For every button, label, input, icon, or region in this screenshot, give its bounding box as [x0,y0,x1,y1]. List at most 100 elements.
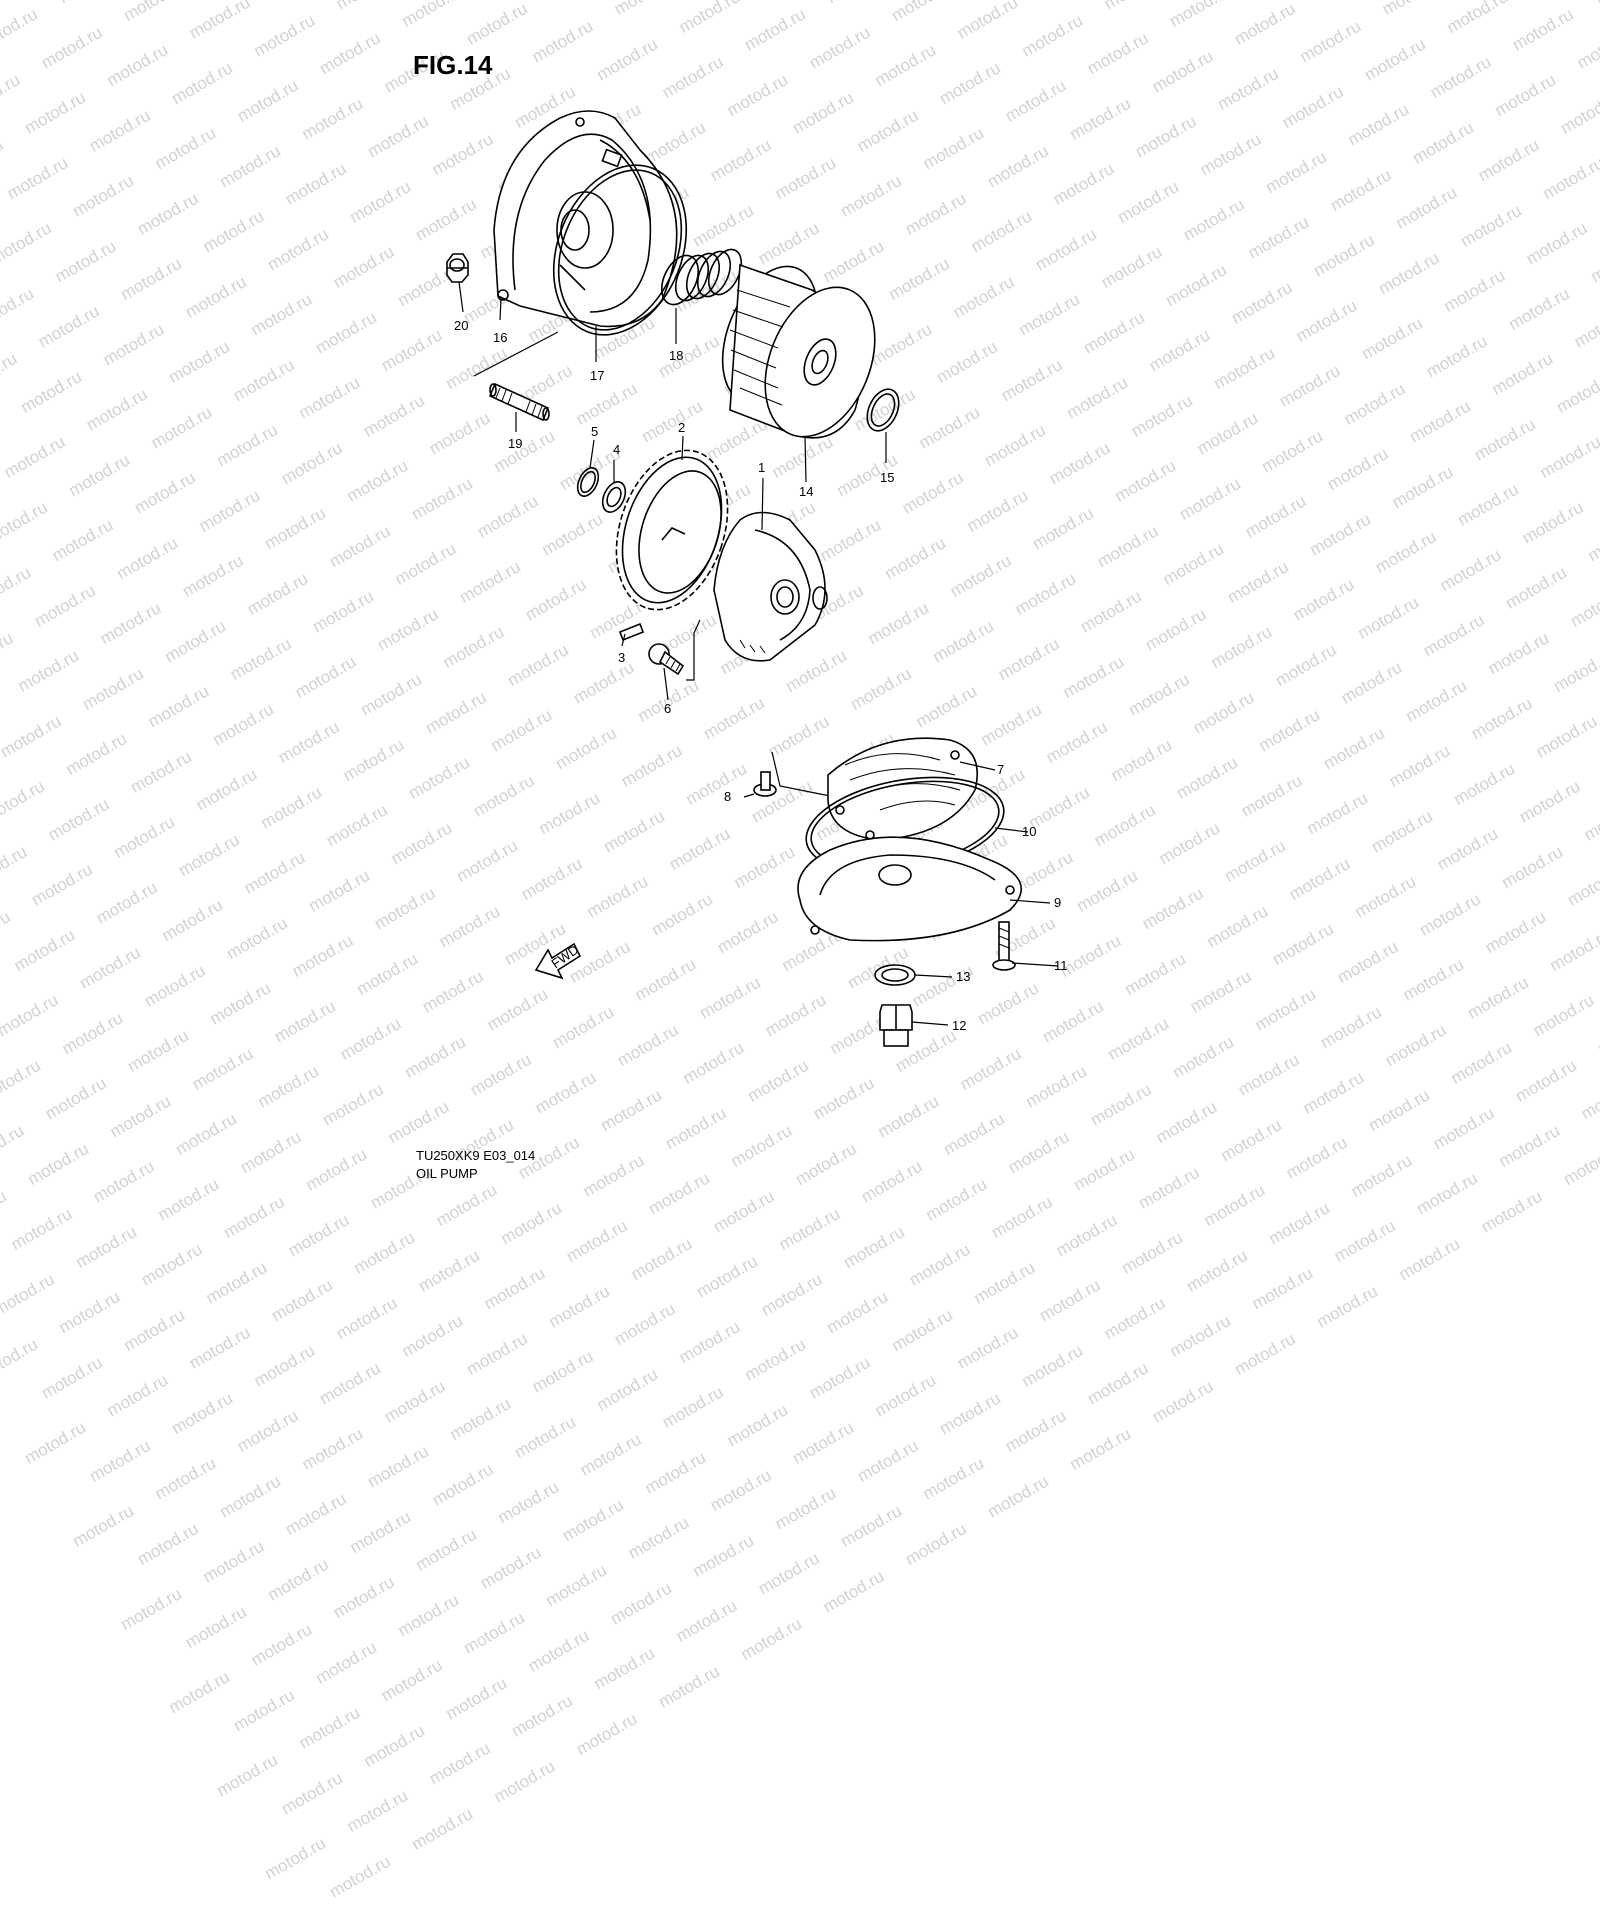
watermark-text: motod.ru [641,1448,709,1499]
watermark-text: motod.ru [1002,1406,1070,1457]
watermark-text: motod.ru [152,1453,220,1504]
watermark-text: motod.ru [299,1424,367,1475]
callout-4: 4 [613,442,620,457]
watermark-text: motod.ru [477,1543,545,1594]
watermark-text: motod.ru [347,1507,415,1558]
watermark-text: motod.ru [854,1436,922,1487]
callout-17: 17 [590,368,604,383]
watermark-text: motod.ru [316,1358,384,1409]
watermark-text: motod.ru [628,1234,696,1285]
watermark-text: motod.ru [1149,1377,1217,1428]
watermark-text: motod.ru [230,1685,298,1736]
watermark-text: motod.ru [216,1472,284,1523]
watermark-text: motod.ru [104,1370,172,1421]
watermark-text: motod.ru [772,1483,840,1534]
callout-6: 6 [664,701,671,716]
callout-13: 13 [956,969,970,984]
watermark-text: motod.ru [134,1519,202,1570]
part-16-filter-cap [494,111,677,326]
callout-9: 9 [1054,895,1061,910]
callout-11: 11 [1054,958,1068,973]
watermark-text: motod.ru [820,1567,888,1618]
watermark-text: motod.ru [333,1293,401,1344]
watermark-text: motod.ru [446,1394,514,1445]
watermark-text: motod.ru [282,1489,350,1540]
watermark-text: motod.ru [872,1370,940,1421]
watermark-text: motod.ru [1036,1275,1104,1326]
callout-14: 14 [799,484,813,499]
watermark-text: motod.ru [724,1400,792,1451]
watermark-text: motod.ru [1183,1246,1251,1297]
callout-7: 7 [997,762,1004,777]
watermark-text: motod.ru [573,1709,641,1760]
watermark-text: motod.ru [954,1323,1022,1374]
watermark-text: motod.ru [203,1258,271,1309]
watermark-text: motod.ru [213,1750,281,1801]
part-3-dowel-pin [620,624,643,640]
watermark-text: motod.ru [625,1513,693,1564]
watermark-text: motod.ru [494,1477,562,1528]
callout-15: 15 [880,470,894,485]
part-19-stud-bolt [490,384,549,420]
watermark-text: motod.ru [511,1412,579,1463]
watermark-text: motod.ru [460,1608,528,1659]
watermark-text: motod.ru [1084,1359,1152,1410]
callout-18: 18 [669,348,683,363]
callout-1: 1 [758,460,765,475]
watermark-text: motod.ru [8,1204,76,1255]
watermark-text: motod.ru [86,1436,154,1487]
watermark-text: motod.ru [491,1757,559,1808]
watermark-text: motod.ru [21,1418,89,1469]
watermark-text: motod.ru [120,1305,188,1356]
watermark-text: motod.ru [395,1590,463,1641]
watermark-text: motod.ru [182,1602,250,1653]
watermark-text: motod.ru [56,1287,124,1338]
watermark-text: motod.ru [655,1662,723,1713]
callout-20: 20 [454,318,468,333]
watermark-text: motod.ru [251,1341,319,1392]
watermark-text: motod.ru [676,1317,744,1368]
watermark-text: motod.ru [508,1691,576,1742]
watermark-text: motod.ru [673,1596,741,1647]
watermark-text: motod.ru [117,1584,185,1635]
watermark-text: motod.ru [408,1804,476,1855]
watermark-text: motod.ru [689,1531,757,1582]
watermark-text: motod.ru [1249,1264,1317,1315]
watermark-text: motod.ru [398,1311,466,1362]
watermark-text: motod.ru [234,1406,302,1457]
watermark-text: motod.ru [1019,1341,1087,1392]
watermark-text: motod.ru [888,1305,956,1356]
watermark-text: motod.ru [497,1198,565,1249]
watermark-text: motod.ru [1067,1424,1135,1475]
callout-19: 19 [508,436,522,451]
watermark-text: motod.ru [659,1382,727,1433]
part-5-circlip [574,465,603,500]
watermark-text: motod.ru [758,1270,826,1321]
watermark-text: motod.ru [593,1365,661,1416]
watermark-text: motod.ru [902,1519,970,1570]
watermark-text: motod.ru [344,1786,412,1837]
watermark-text: motod.ru [381,1377,449,1428]
watermark-text: motod.ru [1166,1311,1234,1362]
watermark-text: motod.ru [443,1673,511,1724]
watermark-text: motod.ru [1265,1198,1333,1249]
watermark-text: motod.ru [248,1620,316,1671]
watermark-text: motod.ru [1118,1228,1186,1279]
part-6-bolt [649,644,683,674]
watermark-text: motod.ru [268,1275,336,1326]
watermark-text: motod.ru [693,1252,761,1303]
watermark-text: motod.ru [806,1353,874,1404]
watermark-text: motod.ru [330,1572,398,1623]
watermark-text: motod.ru [138,1240,206,1291]
callout-10: 10 [1022,824,1036,839]
callout-5: 5 [591,424,598,439]
watermark-text: motod.ru [1331,1216,1399,1267]
part-11-bolt [993,922,1015,970]
callout-8: 8 [724,789,731,804]
watermark-text: motod.ru [278,1768,346,1819]
watermark-text: motod.ru [186,1323,254,1374]
watermark-text: motod.ru [412,1525,480,1576]
watermark-text: motod.ru [737,1614,805,1665]
watermark-text: motod.ru [906,1240,974,1291]
watermark-text: motod.ru [378,1655,446,1706]
